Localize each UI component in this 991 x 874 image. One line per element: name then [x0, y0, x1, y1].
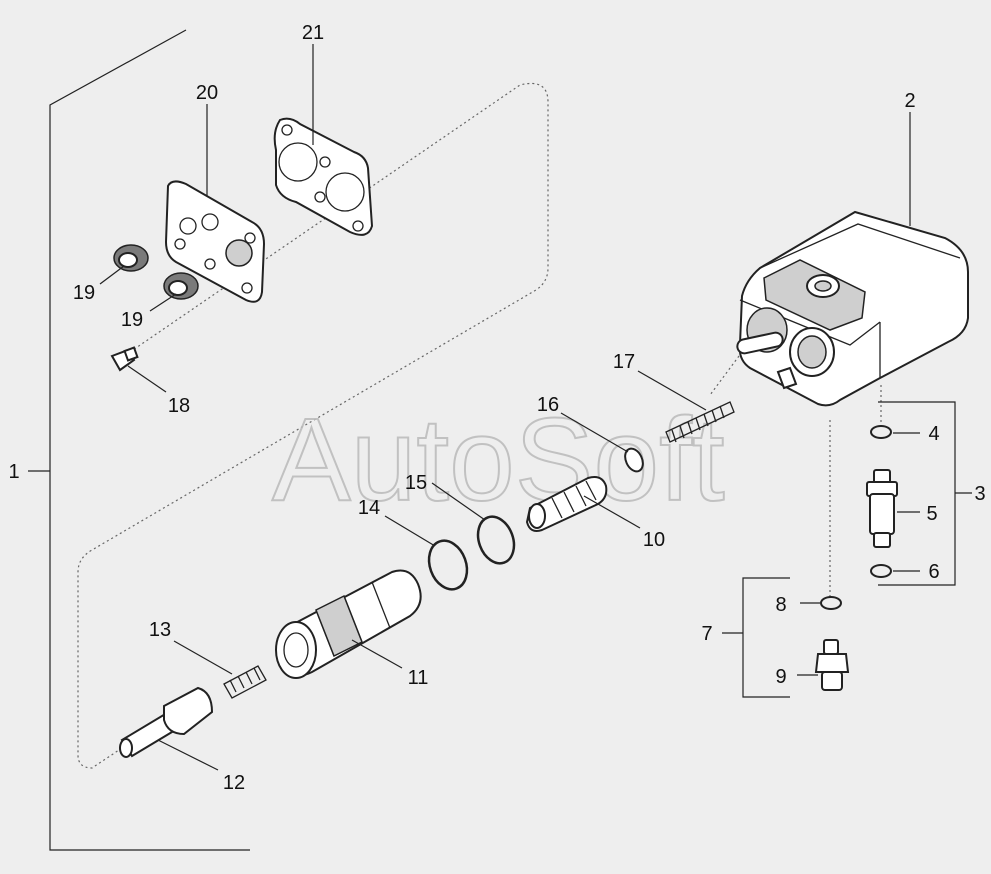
part-labels: 1 2 3 4 5 6 7 8 9 10 11 12 13 14 15 16 1…	[8, 22, 985, 794]
label-2: 2	[904, 90, 915, 112]
bracket-1	[28, 29, 250, 851]
label-10: 10	[643, 529, 665, 551]
label-14: 14	[358, 497, 380, 519]
o-ring-4	[870, 425, 892, 439]
valve-housing-2	[736, 210, 969, 407]
o-ring-6	[870, 564, 892, 578]
label-4: 4	[928, 423, 939, 445]
fitting-9	[814, 639, 850, 691]
label-11: 11	[408, 667, 429, 689]
label-8: 8	[775, 594, 786, 616]
sleeve-11	[275, 569, 422, 679]
seal-19-lower	[163, 272, 199, 300]
spool-10	[525, 476, 608, 532]
o-ring-14	[427, 539, 469, 591]
plunger-12	[119, 686, 214, 758]
label-19-upper: 19	[73, 282, 95, 304]
spring-17	[665, 401, 735, 443]
cover-plate-20	[164, 180, 266, 303]
screw-18	[110, 346, 139, 372]
bracket-3	[878, 401, 972, 586]
label-6: 6	[928, 561, 939, 583]
relief-valve-5	[866, 469, 898, 548]
label-9: 9	[775, 666, 786, 688]
leader-lines	[99, 44, 920, 771]
bracket-7	[722, 577, 790, 698]
label-19-lower: 19	[121, 309, 143, 331]
label-7: 7	[701, 623, 712, 645]
label-5: 5	[926, 503, 937, 525]
o-ring-8	[820, 596, 842, 610]
seal-19-upper	[113, 244, 149, 272]
label-20: 20	[196, 82, 218, 104]
ring-16	[624, 447, 644, 473]
gasket-21	[273, 117, 374, 236]
label-12: 12	[223, 772, 245, 794]
label-3: 3	[974, 483, 985, 505]
watermark-text: AutoSoft	[272, 394, 725, 526]
label-16: 16	[537, 394, 559, 416]
label-15: 15	[405, 472, 427, 494]
assembly-dotted-path	[77, 82, 549, 769]
label-13: 13	[149, 619, 171, 641]
spring-13	[223, 665, 267, 699]
label-1: 1	[8, 461, 19, 483]
label-21: 21	[302, 22, 324, 44]
label-18: 18	[168, 395, 190, 417]
o-ring-15	[476, 515, 516, 565]
label-17: 17	[613, 351, 635, 373]
